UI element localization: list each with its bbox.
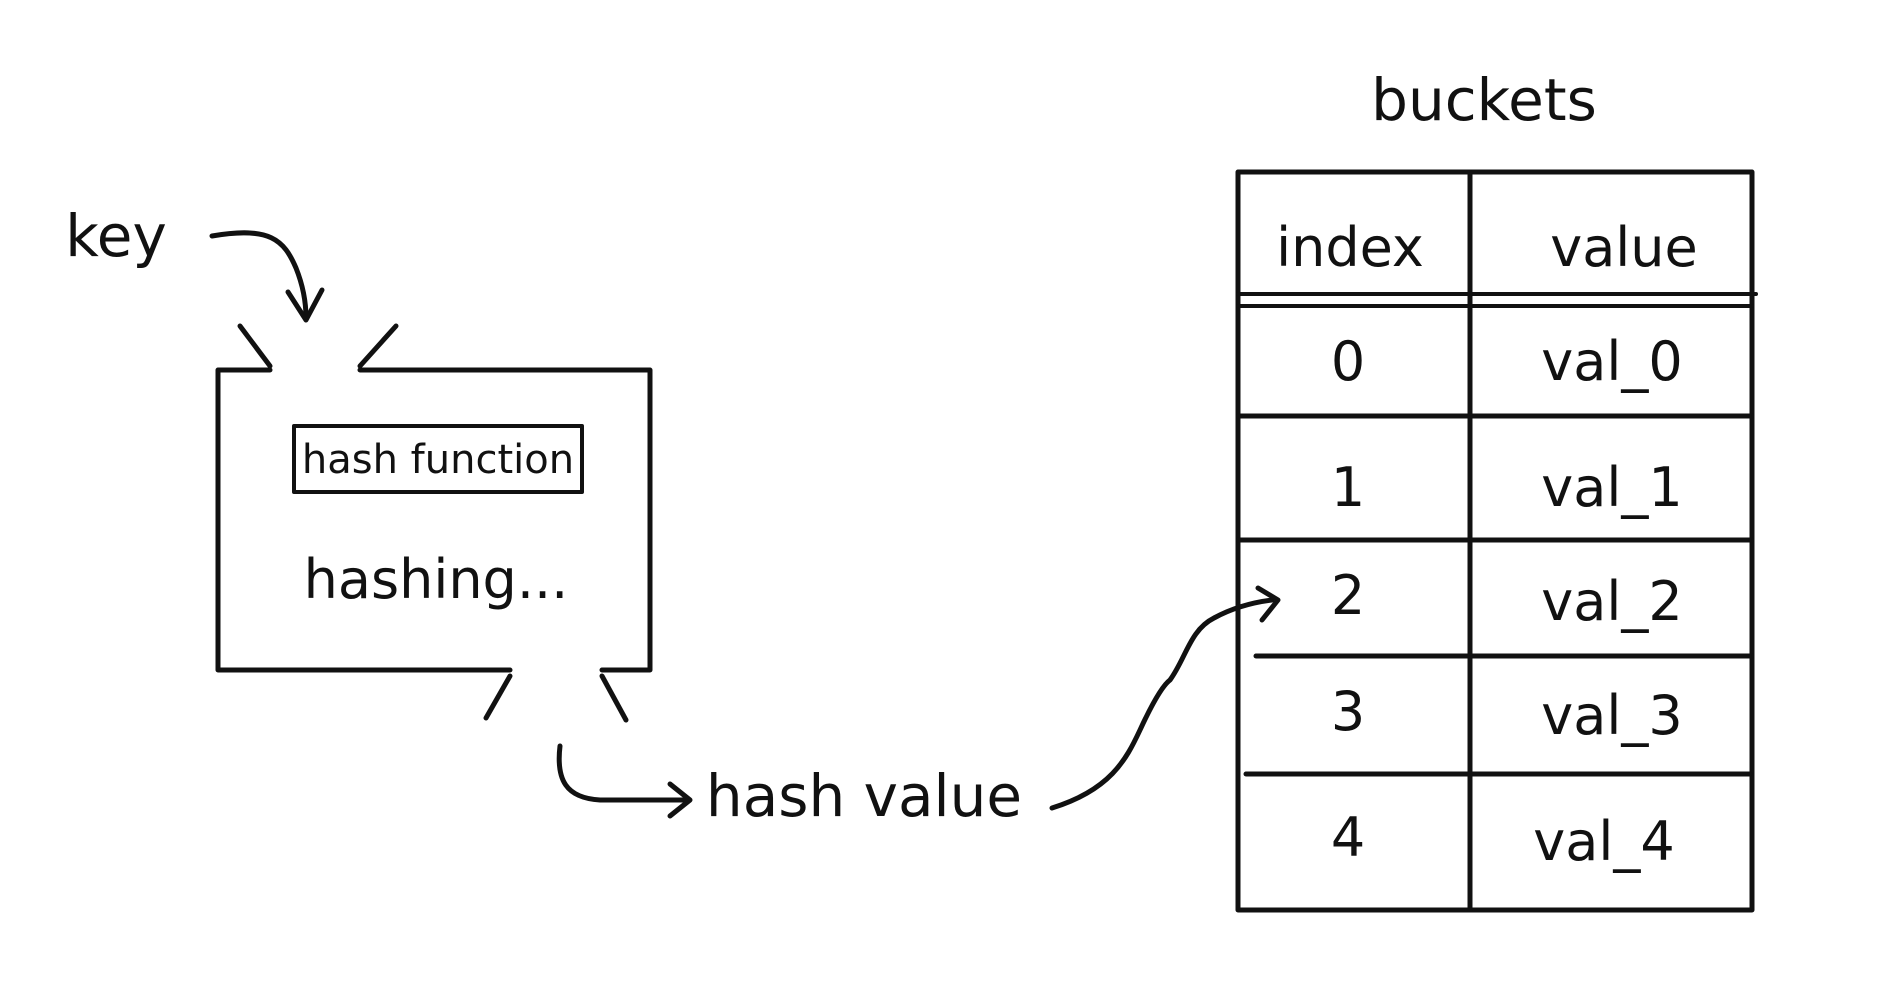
table-cell-index: 4: [1330, 806, 1366, 869]
table-cell-index: 3: [1330, 680, 1366, 743]
hash-box-outlet-left: [483, 673, 513, 721]
hashing-label: hashing...: [303, 548, 569, 611]
table-cell-index: 1: [1330, 456, 1366, 519]
buckets-title: buckets: [1371, 66, 1597, 134]
hash-box-inlet-left: [237, 323, 273, 369]
table-header-index: index: [1276, 216, 1424, 279]
hash-box-outline: [215, 367, 513, 673]
key-arrow: [209, 230, 309, 321]
bucket-arrow: [1049, 597, 1275, 811]
hash-function-label: hash function: [301, 437, 575, 483]
table-header-value: value: [1550, 216, 1698, 279]
key-label: key: [65, 202, 167, 270]
hash-value-label: hash value: [705, 762, 1023, 830]
table-cell-index: 2: [1330, 564, 1366, 627]
table-cell-value: val_1: [1541, 456, 1683, 519]
bucket-arrow-head: [1255, 585, 1281, 623]
table-cell-value: val_4: [1533, 810, 1675, 873]
hash-value-arrow: [556, 743, 691, 803]
key-arrow-head: [285, 287, 325, 323]
table-cell-value: val_2: [1541, 570, 1683, 633]
hash-box-inlet-right: [357, 323, 399, 369]
hash-value-arrow-head: [667, 781, 693, 819]
hash-box-outline-right: [357, 367, 653, 673]
table-cell-value: val_0: [1541, 330, 1683, 393]
hash-box-outlet-right: [599, 673, 629, 723]
hash-function-box: [292, 424, 584, 494]
table-cell-value: val_3: [1541, 684, 1683, 747]
table-cell-index: 0: [1330, 330, 1366, 393]
